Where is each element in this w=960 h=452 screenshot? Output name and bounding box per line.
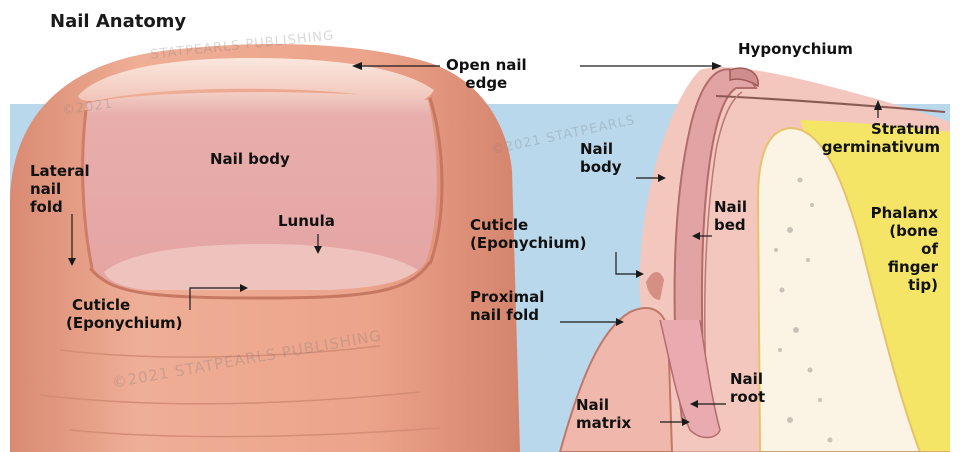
diagram-title: Nail Anatomy	[50, 12, 186, 32]
label-stratum-germinativum: Stratum germinativum	[752, 120, 940, 156]
label-cuticle-right: Cuticle (Eponychium)	[470, 216, 586, 252]
label-nail-body-left: Nail body	[210, 150, 290, 168]
label-open-nail-edge: Open nail edge	[446, 56, 527, 92]
label-phalanx: Phalanx (bone of finger tip)	[828, 204, 938, 294]
label-lunula: Lunula	[278, 212, 335, 230]
label-cuticle-left: Cuticle (Eponychium)	[66, 296, 182, 332]
label-hyponychium: Hyponychium	[738, 40, 853, 58]
label-nail-root: Nail root	[730, 370, 765, 406]
label-nail-bed: Nail bed	[714, 198, 747, 234]
label-proximal-nail-fold: Proximal nail fold	[470, 288, 544, 324]
label-nail-matrix: Nail matrix	[576, 396, 631, 432]
label-nail-body-right: Nail body	[580, 140, 622, 176]
label-lateral-nail-fold: Lateral nail fold	[30, 162, 90, 216]
